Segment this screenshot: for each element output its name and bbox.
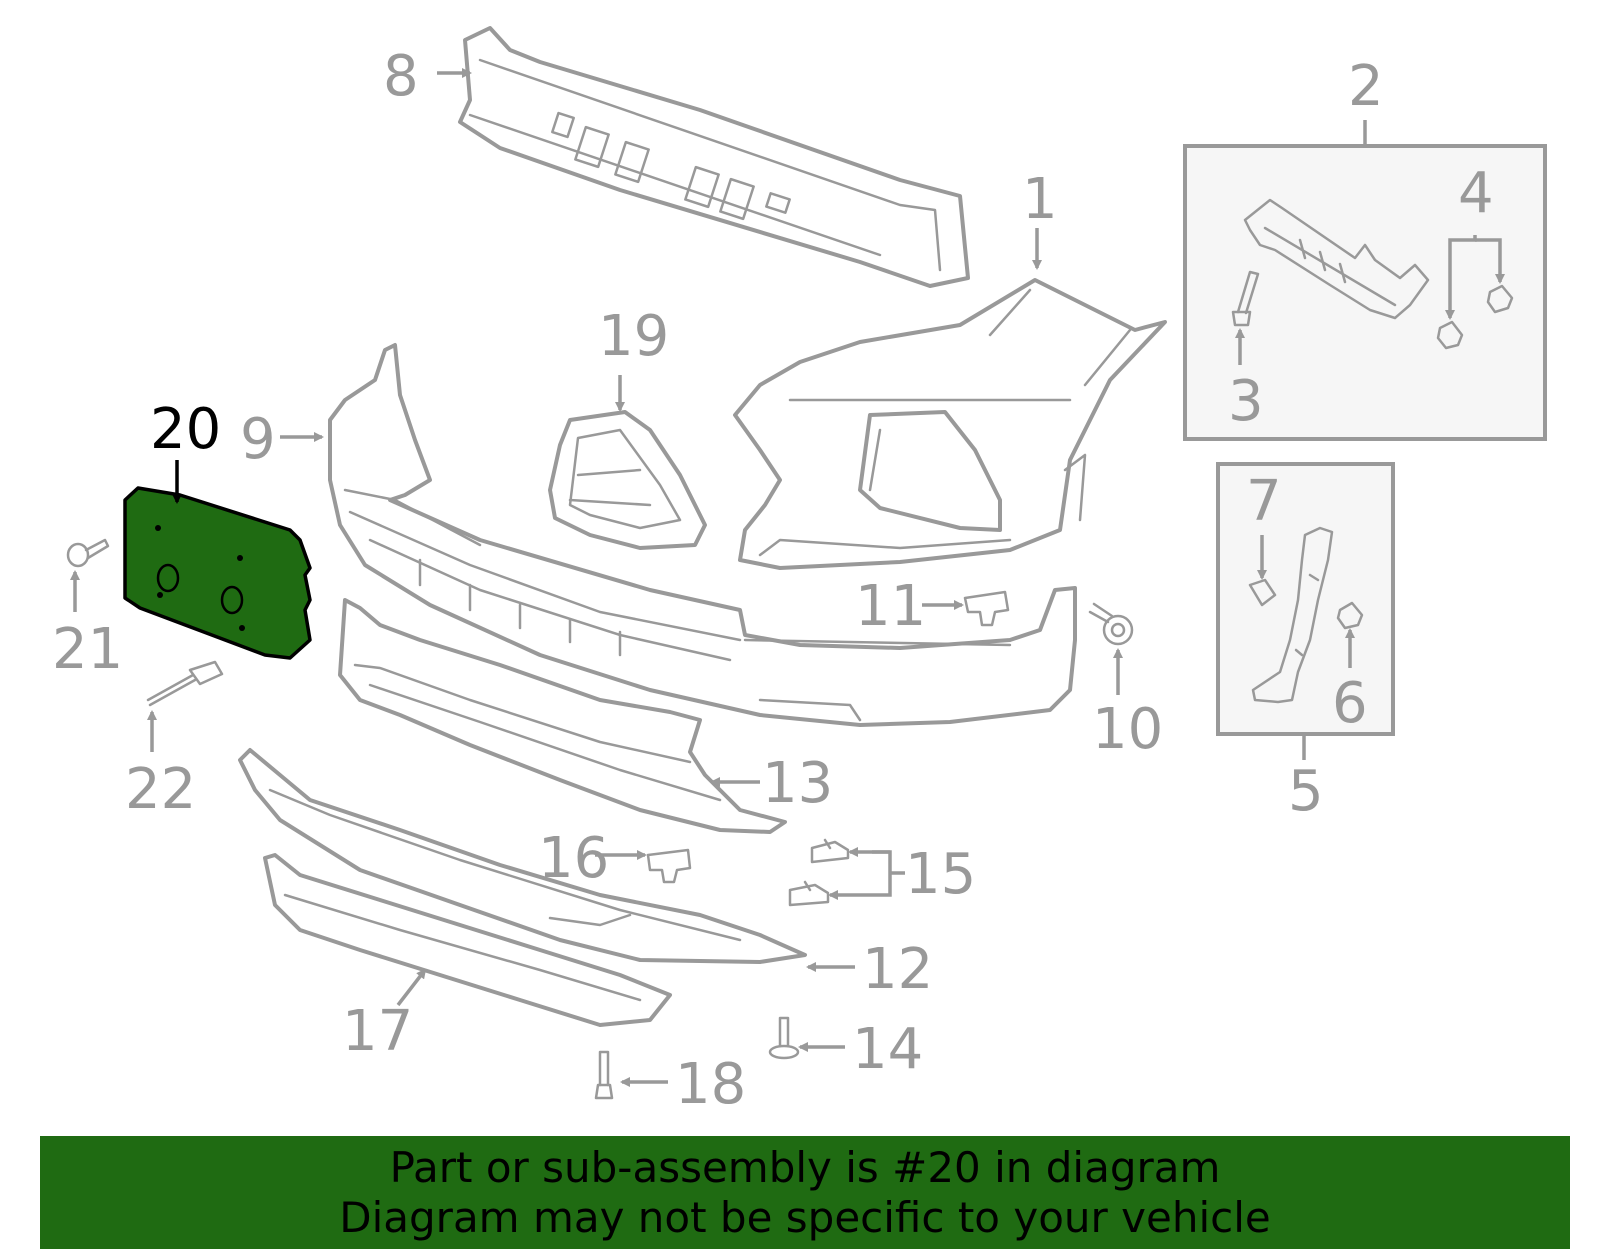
callout-8: 8 bbox=[383, 44, 419, 109]
callout-5: 5 bbox=[1288, 759, 1324, 824]
callout-21: 21 bbox=[52, 617, 123, 682]
callout-18: 18 bbox=[675, 1052, 746, 1117]
part-11-retainer bbox=[963, 590, 1010, 627]
callout-2: 2 bbox=[1348, 54, 1384, 119]
part-9-lower-cover bbox=[328, 343, 1077, 727]
part-13-lower-grille bbox=[338, 598, 787, 834]
callout-10: 10 bbox=[1092, 697, 1163, 762]
callout-7: 7 bbox=[1246, 469, 1282, 534]
callout-22: 22 bbox=[125, 757, 196, 822]
callout-17: 17 bbox=[342, 999, 413, 1064]
part-18-bolt bbox=[594, 1050, 614, 1100]
part-14-bolt bbox=[768, 1016, 800, 1060]
banner-line-1: Part or sub-assembly is #20 in diagram bbox=[389, 1142, 1221, 1192]
callout-11: 11 bbox=[855, 574, 926, 639]
callout-19: 19 bbox=[598, 304, 669, 369]
part-16-retainer bbox=[646, 848, 692, 884]
part-2-bracket-kit-box bbox=[1183, 144, 1547, 441]
callout-labels: 1 2 3 4 5 6 7 8 9 10 11 12 13 14 15 16 1… bbox=[52, 44, 1494, 1117]
callout-6: 6 bbox=[1332, 671, 1368, 736]
part-1-bumper-cover bbox=[733, 278, 1167, 570]
callout-9: 9 bbox=[240, 407, 276, 472]
callout-16: 16 bbox=[538, 826, 609, 891]
callout-12: 12 bbox=[862, 937, 933, 1002]
callout-15: 15 bbox=[905, 842, 976, 907]
part-20-license-bracket bbox=[123, 486, 312, 660]
callout-14: 14 bbox=[852, 1017, 923, 1082]
banner-line-2: Diagram may not be specific to your vehi… bbox=[339, 1192, 1271, 1242]
info-banner: Part or sub-assembly is #20 in diagram D… bbox=[40, 1136, 1570, 1249]
part-19-fog-bezel bbox=[548, 410, 707, 550]
callout-20: 20 bbox=[150, 397, 221, 462]
part-12-valance bbox=[238, 748, 807, 964]
part-22-pushpin bbox=[146, 660, 224, 707]
part-5-bracket-kit-box bbox=[1216, 462, 1395, 736]
part-10-clip bbox=[1088, 602, 1134, 646]
callout-1: 1 bbox=[1022, 167, 1058, 232]
part-21-screw bbox=[66, 538, 110, 568]
callout-13: 13 bbox=[762, 751, 833, 816]
part-8-absorber bbox=[458, 26, 970, 288]
leader-lines bbox=[70, 68, 1505, 1087]
callout-3: 3 bbox=[1228, 369, 1264, 434]
callout-4: 4 bbox=[1458, 161, 1494, 226]
part-17-skid-strip bbox=[263, 853, 672, 1027]
